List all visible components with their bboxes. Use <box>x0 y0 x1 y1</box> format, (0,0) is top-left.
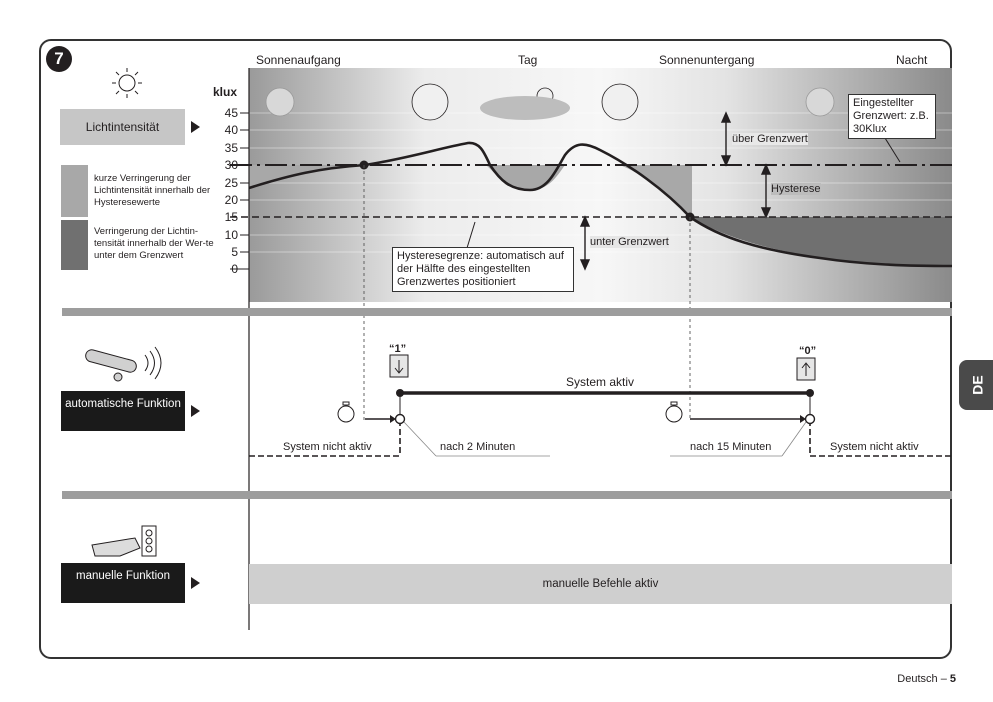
footer-language: Deutsch – <box>897 673 950 685</box>
cloud-icon <box>480 96 570 120</box>
arrow-right-icon <box>191 405 200 417</box>
y-tick-30: 30 <box>224 158 238 172</box>
threshold-callout: Eingestellter Grenzwert: z.B. 30Klux <box>848 94 936 139</box>
figure-frame <box>39 39 952 659</box>
automatic-function-box: automatische Funktion <box>61 391 185 431</box>
stopwatch-icon <box>337 401 683 423</box>
y-tick-40: 40 <box>224 123 238 137</box>
command-up-label: “1” <box>389 343 407 355</box>
sun-face-icon <box>265 83 835 121</box>
phase-night: Nacht <box>896 53 928 67</box>
legend-text-hysteresis: kurze Verringerung der Lichtintensität i… <box>94 173 211 208</box>
light-intensity-curve <box>248 141 953 268</box>
light-intensity-box: Lichtintensität <box>60 109 185 145</box>
command-down-label: “0” <box>799 345 817 357</box>
sun-outline-icon <box>112 68 142 98</box>
trigger-point-left <box>394 413 406 425</box>
legend-swatch-below <box>61 220 88 270</box>
delay-15min-label: nach 15 Minuten <box>690 441 772 453</box>
arrow-right-icon <box>191 121 200 133</box>
below-threshold-fill <box>690 217 952 266</box>
legend-text-below: Verringerung der Lichtin-tensität innerh… <box>94 226 214 261</box>
active-end-dot <box>806 389 814 397</box>
language-tab-label: DE <box>969 375 986 395</box>
y-tick-0: 0 <box>231 262 238 276</box>
section-separator-2 <box>62 491 952 499</box>
hysteresis-fill-left <box>249 165 365 188</box>
arrow-above <box>720 111 732 167</box>
y-tick-10: 10 <box>224 228 238 242</box>
delay-2min-label: nach 2 Minuten <box>440 441 516 453</box>
y-axis-unit: klux <box>213 85 238 99</box>
phase-day: Tag <box>518 53 538 67</box>
system-inactive-right-label: System nicht aktiv <box>830 441 919 453</box>
sensor-remote-icon <box>85 346 162 382</box>
y-axis-ticks <box>240 112 249 253</box>
legend-swatch-hysteresis <box>61 165 88 217</box>
manual-function-box: manuelle Funktion <box>61 563 185 603</box>
phase-sunrise: Sonnenaufgang <box>256 53 341 67</box>
figure-number-badge: 7 <box>46 46 72 72</box>
hysteresis-limit-callout: Hysteresegrenze: automatisch auf der Häl… <box>392 247 574 292</box>
y-tick-25: 25 <box>224 176 238 190</box>
below-threshold-label: unter Grenzwert <box>590 236 669 248</box>
delay-leader-left <box>403 421 437 457</box>
active-start-dot <box>396 389 404 397</box>
system-active-label: System aktiv <box>566 375 635 389</box>
language-tab[interactable]: DE <box>959 360 993 410</box>
above-threshold-label: über Grenzwert <box>732 133 808 145</box>
hysteresis-fill-right <box>620 165 692 217</box>
automatic-function-label: automatische Funktion <box>65 398 181 410</box>
y-tick-15: 15 <box>224 210 238 224</box>
y-tick-20: 20 <box>224 193 238 207</box>
light-intensity-label: Lichtintensität <box>85 120 160 134</box>
pointer-hysteresis-limit <box>466 221 476 249</box>
y-tick-45: 45 <box>224 106 238 120</box>
manual-function-label: manuelle Funktion <box>76 570 170 582</box>
page-number: 5 <box>949 673 956 685</box>
section-separator-1 <box>62 308 952 316</box>
arrow-hysteresis <box>760 163 772 219</box>
arrow-right-icon <box>191 577 200 589</box>
arrow-below <box>579 215 591 271</box>
y-tick-35: 35 <box>224 141 238 155</box>
phase-sunset: Sonnenuntergang <box>659 53 755 67</box>
system-inactive-left-label: System nicht aktiv <box>283 441 372 453</box>
hand-pointer-icon <box>91 525 157 557</box>
y-tick-5: 5 <box>231 245 238 259</box>
trigger-point-right <box>804 413 816 425</box>
page-footer: Deutsch – 5 <box>897 673 956 685</box>
manual-commands-label: manuelle Befehle aktiv <box>542 578 659 590</box>
awning-icon <box>389 354 816 381</box>
hysteresis-label: Hysterese <box>771 183 821 195</box>
sky-background <box>249 68 952 302</box>
delay-leader-right <box>781 421 807 457</box>
manual-commands-bar: manuelle Befehle aktiv <box>249 564 952 604</box>
